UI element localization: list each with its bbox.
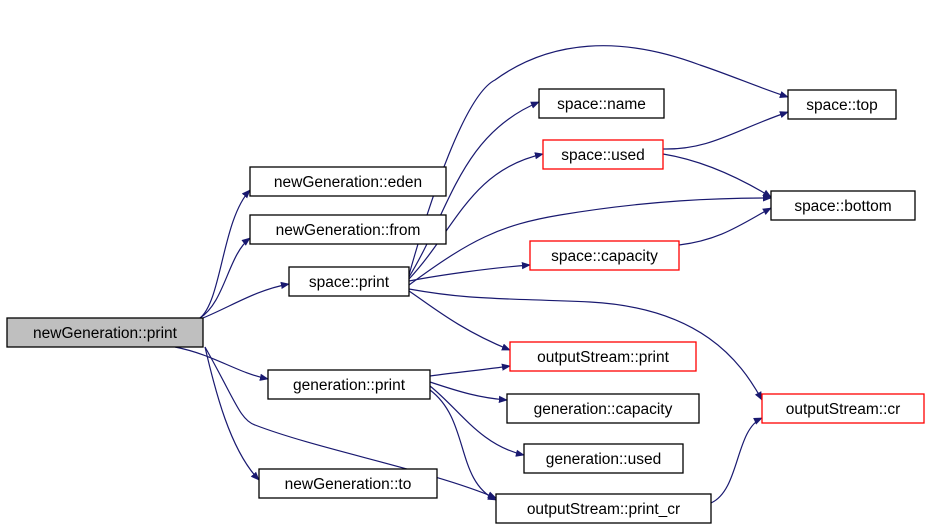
edge-sp_print-to-os_cr xyxy=(408,288,763,401)
node-ng-print[interactable]: newGeneration::print xyxy=(6,317,204,348)
node-ng-eden[interactable]: newGeneration::eden xyxy=(249,166,447,197)
edge-sp_print-to-os_print xyxy=(408,290,511,351)
node-label: space::capacity xyxy=(551,248,658,265)
edge-sp_capacity-to-sp_bottom xyxy=(678,207,772,246)
node-box xyxy=(542,139,664,170)
node-box xyxy=(267,369,431,400)
node-box xyxy=(249,166,447,197)
node-sp-print[interactable]: space::print xyxy=(288,266,410,297)
node-label: newGeneration::eden xyxy=(274,174,422,191)
node-label: outputStream::print_cr xyxy=(527,501,680,518)
edge-ng_print-to-sp_print xyxy=(202,281,290,319)
edge-ng_print-to-gen_print xyxy=(174,346,269,381)
node-label: generation::capacity xyxy=(534,401,673,418)
node-box xyxy=(538,88,665,119)
edge-sp_used-to-sp_top xyxy=(662,111,789,150)
node-gen-capacity[interactable]: generation::capacity xyxy=(506,393,700,424)
node-label: outputStream::print xyxy=(537,349,670,366)
node-sp-used[interactable]: space::used xyxy=(542,139,664,170)
node-label: generation::used xyxy=(546,451,661,468)
edge-ng_print-to-ng_to xyxy=(204,346,260,481)
edge-sp_used-to-sp_bottom xyxy=(662,153,772,198)
nodes-layer: newGeneration::print newGeneration::edenn… xyxy=(6,88,925,524)
node-gen-used[interactable]: generation::used xyxy=(523,443,684,474)
node-os-cr[interactable]: outputStream::cr xyxy=(761,393,925,424)
node-box xyxy=(787,89,897,120)
node-ng-from[interactable]: newGeneration::from xyxy=(249,214,447,245)
edge-gen_print-to-os_print_cr xyxy=(429,389,497,501)
node-box xyxy=(509,341,697,372)
edge-gen_print-to-gen_capacity xyxy=(429,381,508,403)
node-box xyxy=(506,393,700,424)
node-label: newGeneration::from xyxy=(276,222,421,239)
node-os-print-cr[interactable]: outputStream::print_cr xyxy=(495,493,712,524)
edge-ng_print-to-os_print_cr xyxy=(204,346,497,499)
node-label: space::top xyxy=(806,97,878,114)
node-gen-print[interactable]: generation::print xyxy=(267,369,431,400)
node-box xyxy=(761,393,925,424)
node-sp-top[interactable]: space::top xyxy=(787,89,897,120)
edge-ng_print-to-ng_from xyxy=(199,237,251,319)
node-label: newGeneration::print xyxy=(33,325,178,342)
edge-sp_print-to-sp_name xyxy=(408,101,540,278)
edge-gen_print-to-gen_used xyxy=(429,385,525,457)
edge-sp_print-to-sp_bottom xyxy=(408,194,772,286)
node-box xyxy=(495,493,712,524)
edges-layer xyxy=(174,45,789,504)
node-box xyxy=(258,468,438,499)
node-sp-capacity[interactable]: space::capacity xyxy=(529,240,680,271)
edge-sp_print-to-sp_capacity xyxy=(408,262,531,282)
node-box xyxy=(770,190,916,221)
edge-sp_print-to-sp_used xyxy=(408,152,544,280)
node-label: outputStream::cr xyxy=(786,401,901,418)
node-box xyxy=(288,266,410,297)
edge-os_print_cr-to-os_cr xyxy=(710,417,763,504)
node-label: newGeneration::to xyxy=(285,476,412,493)
node-label: generation::print xyxy=(293,377,406,394)
node-label: space::name xyxy=(557,96,646,113)
edge-gen_print-to-os_print xyxy=(429,363,511,377)
node-box xyxy=(6,317,204,348)
node-box xyxy=(249,214,447,245)
node-sp-name[interactable]: space::name xyxy=(538,88,665,119)
node-ng-to[interactable]: newGeneration::to xyxy=(258,468,438,499)
node-box xyxy=(523,443,684,474)
node-box xyxy=(529,240,680,271)
node-label: space::used xyxy=(561,147,645,164)
edge-ng_print-to-ng_eden xyxy=(199,189,251,319)
node-label: space::print xyxy=(309,274,390,291)
node-os-print[interactable]: outputStream::print xyxy=(509,341,697,372)
node-label: space::bottom xyxy=(794,198,891,215)
node-sp-bottom[interactable]: space::bottom xyxy=(770,190,916,221)
